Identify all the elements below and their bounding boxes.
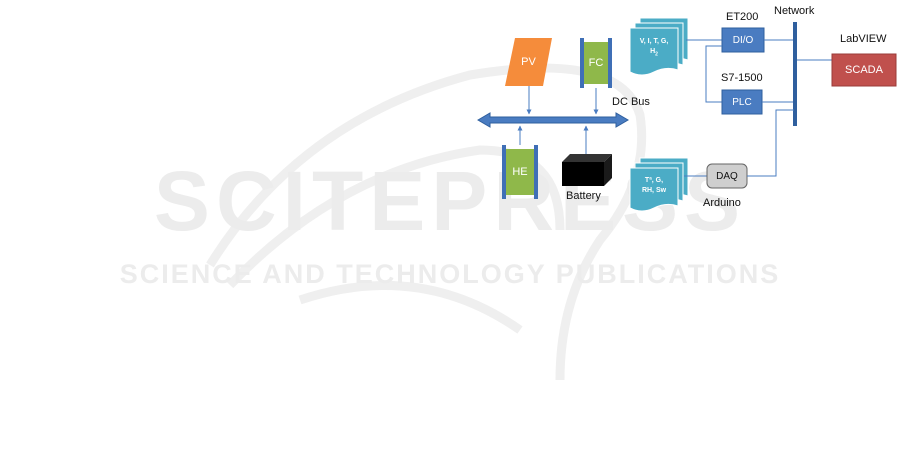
dio-plc-link <box>706 46 722 102</box>
sensor-top-line1: V, I, T, G, <box>640 37 669 47</box>
sensor-bottom-line2: RH, Sw <box>642 186 666 196</box>
plc-label: PLC <box>722 90 762 114</box>
dc-bus-label: DC Bus <box>612 96 650 108</box>
he-plate-right <box>534 145 538 199</box>
arduino-label: Arduino <box>703 197 741 209</box>
battery-front <box>562 162 604 186</box>
labview-label: LabVIEW <box>840 33 886 45</box>
scada-label: SCADA <box>832 54 896 86</box>
daq-to-network <box>747 110 794 176</box>
fc-plate-right <box>608 38 612 88</box>
network-label: Network <box>774 5 814 17</box>
sensor-top-h2-sub: 2 <box>655 51 658 57</box>
dc-bus-arrow <box>478 113 628 127</box>
daq-label: DAQ <box>707 164 747 188</box>
battery-top <box>562 154 612 162</box>
s71500-label: S7-1500 <box>721 72 763 84</box>
dio-label: DI/O <box>722 28 764 52</box>
fc-label: FC <box>584 42 608 84</box>
battery-label: Battery <box>566 190 601 202</box>
sensor-bottom-line1: Tª, G, <box>642 176 666 186</box>
et200-label: ET200 <box>726 11 758 23</box>
sensor-bottom-text: Tª, G, RH, Sw <box>630 170 678 202</box>
sensor-top-text: V, I, T, G, H2 <box>630 30 678 66</box>
pv-label: PV <box>505 38 552 86</box>
he-label: HE <box>506 149 534 195</box>
